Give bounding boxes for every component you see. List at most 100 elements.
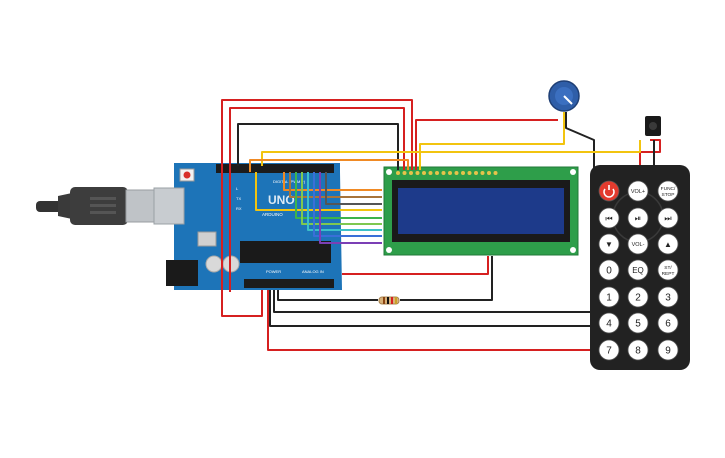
- remote-button-1[interactable]: 1: [598, 286, 620, 308]
- remote-button-8[interactable]: 8: [627, 339, 649, 361]
- remote-button-vol-up[interactable]: VOL+: [627, 180, 649, 202]
- resistor[interactable]: [378, 296, 400, 305]
- resistor-band: [383, 297, 385, 304]
- lcd-pin: [474, 171, 478, 175]
- remote-button-face: [598, 207, 620, 229]
- remote-button-face: [598, 259, 620, 281]
- lcd-16x2-module[interactable]: [383, 166, 579, 256]
- power-jack: [166, 260, 198, 286]
- wire-black: [237, 123, 399, 170]
- lcd-pin: [422, 171, 426, 175]
- wire-red: [415, 119, 558, 170]
- mount-hole: [386, 169, 392, 175]
- wire-lightgreen: [301, 172, 382, 225]
- mount-hole: [570, 169, 576, 175]
- reset-button-cap: [183, 171, 191, 179]
- remote-button-label: VOL-: [632, 242, 645, 248]
- usb-cable[interactable]: [36, 187, 157, 225]
- remote-button-3[interactable]: 3: [657, 286, 679, 308]
- lcd-pin: [448, 171, 452, 175]
- remote-button-func-stop[interactable]: FUNC/STOP: [657, 180, 679, 202]
- remote-button-label: ⏭: [664, 214, 671, 223]
- remote-button-4[interactable]: 4: [598, 312, 620, 334]
- lcd-pin: [493, 171, 498, 175]
- remote-button-face: [627, 339, 649, 361]
- lcd-pin: [467, 171, 472, 175]
- remote-button-label: STOP: [662, 192, 675, 198]
- lcd-pin: [409, 171, 413, 175]
- power-label: POWER: [266, 269, 281, 274]
- wire-gray: [325, 172, 382, 205]
- analog-power-header: [244, 279, 334, 288]
- mount-hole: [386, 247, 392, 253]
- lcd-pin: [428, 171, 433, 175]
- remote-button-label: 5: [635, 319, 641, 330]
- wire-cyan: [307, 172, 382, 231]
- remote-button-face: [657, 207, 679, 229]
- power-icon: [603, 188, 615, 198]
- wire-red: [267, 290, 600, 351]
- ir-receiver[interactable]: [645, 116, 661, 136]
- remote-button-face: [657, 286, 679, 308]
- remote-button-st-rept[interactable]: ST/REPT: [657, 259, 679, 281]
- crystal: [197, 231, 217, 247]
- remote-button-face: [598, 286, 620, 308]
- remote-button-face: [627, 207, 649, 229]
- remote-button-next[interactable]: ⏭: [657, 207, 679, 229]
- remote-button-label: 7: [606, 346, 612, 357]
- remote-button-label: EQ: [632, 266, 644, 275]
- remote-button-face: [627, 312, 649, 334]
- pot-indicator: [563, 95, 573, 105]
- uno-logo: UNO: [268, 193, 295, 207]
- remote-button-face: [657, 339, 679, 361]
- resistor-band: [395, 297, 397, 304]
- resistor-band: [387, 297, 389, 304]
- lcd-pin: [402, 171, 407, 175]
- remote-button-face: [657, 259, 679, 281]
- remote-button-prev[interactable]: ⏮: [598, 207, 620, 229]
- lcd-screen: [398, 188, 564, 234]
- wire-orange: [249, 159, 409, 172]
- atmega-chip: [240, 241, 331, 263]
- remote-button-play-pause[interactable]: ⏯: [627, 207, 649, 229]
- remote-button-vol-down[interactable]: VOL-: [627, 233, 649, 255]
- usb-grip-line: [90, 211, 116, 214]
- remote-button-up[interactable]: ▲: [657, 233, 679, 255]
- remote-button-label: REPT: [662, 271, 675, 277]
- remote-button-label: ▲: [664, 240, 672, 249]
- lcd-pin: [487, 171, 491, 175]
- remote-button-power[interactable]: [598, 180, 620, 202]
- wire-red: [342, 256, 489, 275]
- potentiometer[interactable]: [548, 80, 580, 112]
- usb-cable-tail: [36, 201, 64, 212]
- remote-button-label: 0: [606, 266, 612, 277]
- wire-green: [295, 172, 382, 219]
- remote-button-label: VOL+: [631, 189, 645, 195]
- remote-button-5[interactable]: 5: [627, 312, 649, 334]
- digital-header: [216, 164, 334, 173]
- wire-red: [229, 107, 405, 292]
- lcd-pin: [396, 171, 400, 175]
- remote-button-9[interactable]: 9: [657, 339, 679, 361]
- remote-button-label: 2: [635, 293, 641, 304]
- remote-button-eq[interactable]: EQ: [627, 259, 649, 281]
- remote-button-label: 6: [665, 319, 671, 330]
- remote-button-7[interactable]: 7: [598, 339, 620, 361]
- ir-remote[interactable]: VOL+ FUNC/STOP ⏮ ⏯ ⏭ ▼ VOL- ▲ 0 EQ ST/REPT 1 2 3 4 5 6 7 8…: [590, 165, 690, 370]
- remote-button-0[interactable]: 0: [598, 259, 620, 281]
- remote-button-label: FUNC/: [661, 186, 676, 192]
- wire-brown: [289, 172, 382, 198]
- resistor-band: [391, 297, 393, 304]
- remote-button-6[interactable]: 6: [657, 312, 679, 334]
- remote-button-face: [627, 259, 649, 281]
- remote-button-face: [598, 180, 620, 202]
- lcd-pin: [415, 171, 420, 175]
- remote-button-down[interactable]: ▼: [598, 233, 620, 255]
- usb-b-port: [153, 187, 185, 225]
- tx-label: TX: [236, 196, 241, 201]
- remote-button-2[interactable]: 2: [627, 286, 649, 308]
- remote-button-grid: VOL+ FUNC/STOP ⏮ ⏯ ⏭ ▼ VOL- ▲ 0 EQ ST/REPT 1 2 3 4 5 6 7 8…: [598, 180, 679, 361]
- wire-red: [221, 99, 413, 317]
- wire-black: [565, 112, 595, 170]
